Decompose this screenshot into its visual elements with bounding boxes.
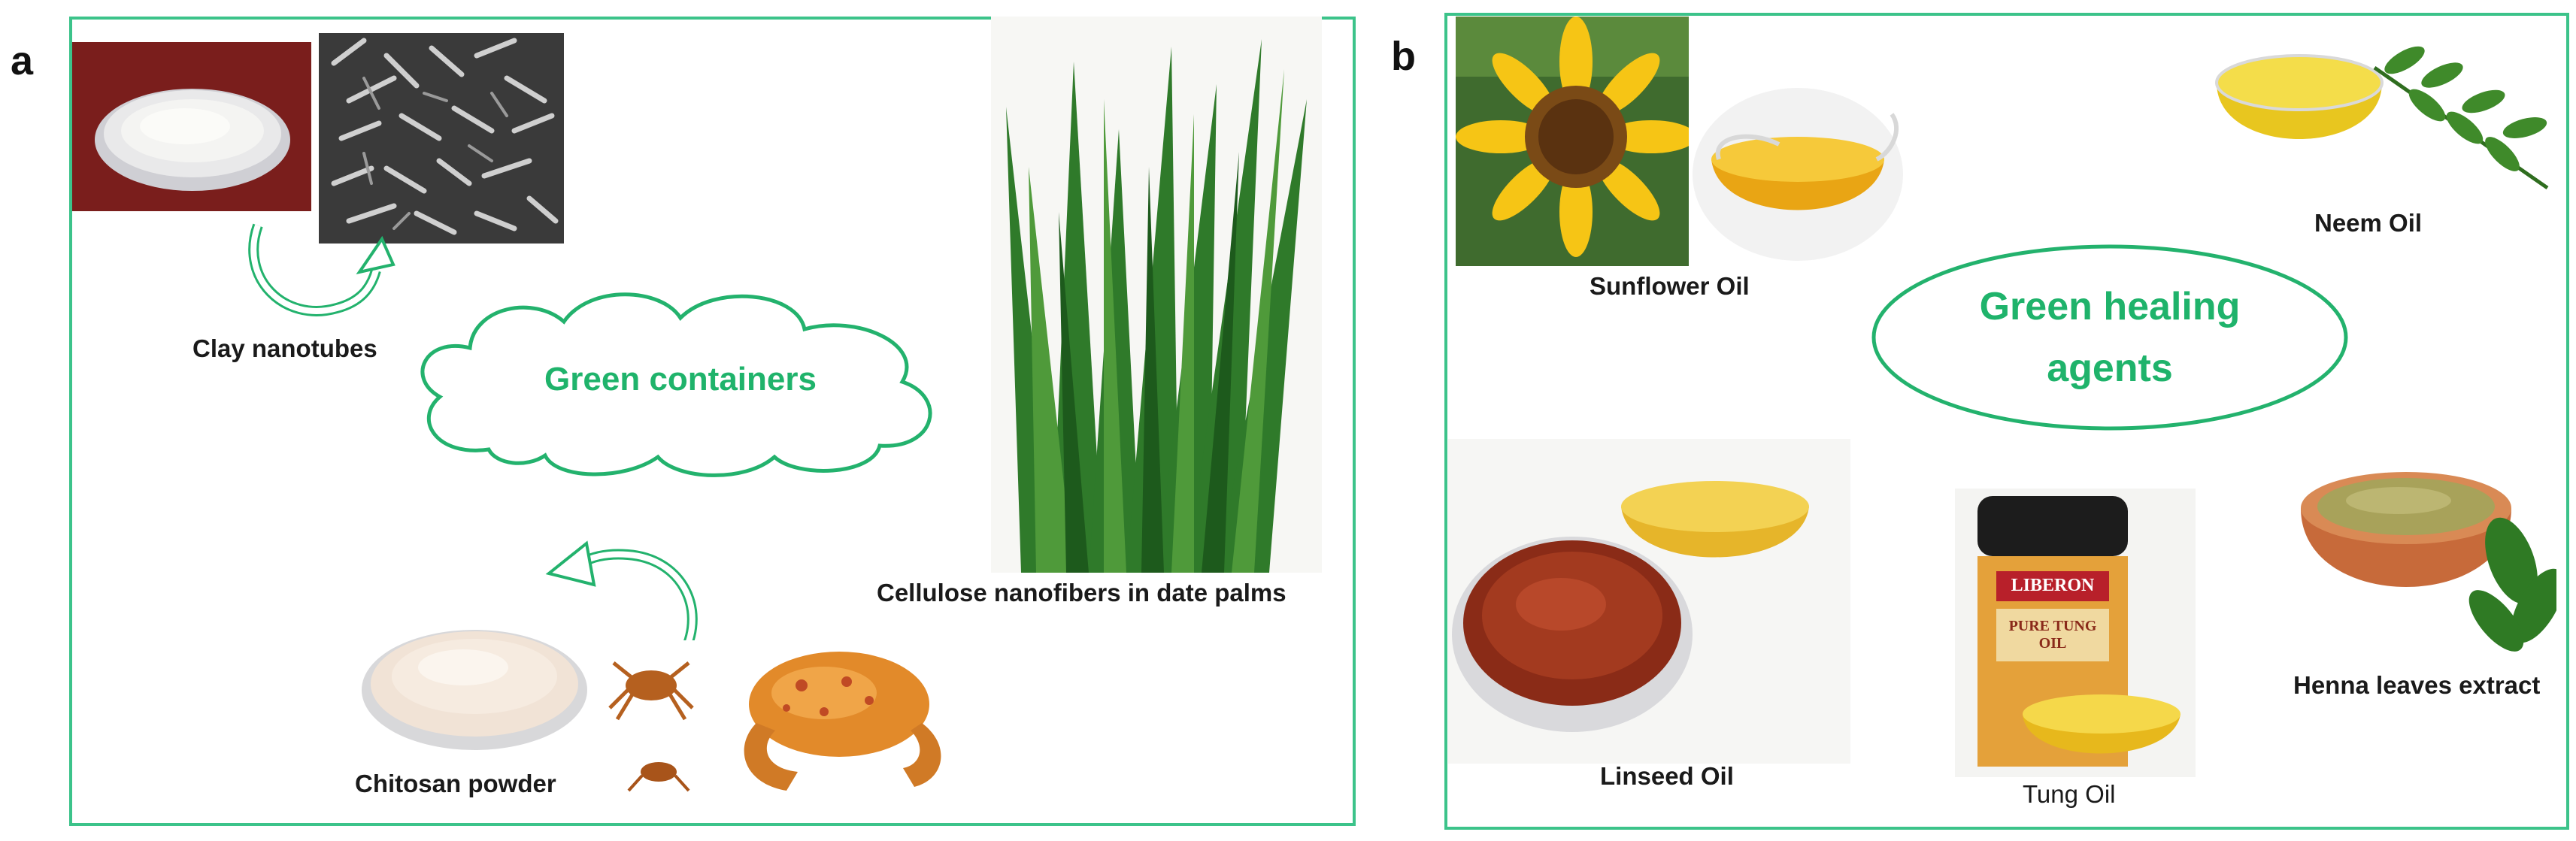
crabs-photo xyxy=(599,640,1005,804)
sunflower-oil-boat xyxy=(1689,84,1907,265)
panel-a-letter: a xyxy=(11,38,34,83)
cellulose-label: Cellulose nanofibers in date palms xyxy=(877,579,1286,607)
chitosan-powder-photo xyxy=(350,592,599,765)
chitosan-powder-label: Chitosan powder xyxy=(355,770,556,797)
clay-cycle-arrow xyxy=(239,218,405,331)
linseed-oil-label: Linseed Oil xyxy=(1600,762,1734,790)
green-containers-label: Green containers xyxy=(544,361,817,398)
clay-sem-image xyxy=(319,33,564,244)
henna-photo xyxy=(2286,448,2556,666)
tung-oil-tin-text: PURE TUNG OIL xyxy=(2008,618,2097,652)
sunflower-oil-label: Sunflower Oil xyxy=(1590,272,1750,300)
tung-oil-photo: LIBERON PURE TUNG OIL xyxy=(1955,489,2196,777)
panel-b-letter: b xyxy=(1391,34,1416,79)
green-healing-label-line1: Green healing xyxy=(1979,285,2241,328)
tung-oil-label: Tung Oil xyxy=(2023,780,2116,808)
green-containers-cloud xyxy=(406,277,955,479)
neem-oil-label: Neem Oil xyxy=(2314,209,2423,237)
panel-b-frame xyxy=(1444,13,2569,830)
henna-label: Henna leaves extract xyxy=(2293,671,2541,699)
clay-powder-photo xyxy=(72,42,311,211)
panel-a-frame xyxy=(69,17,1356,826)
date-palm-photo xyxy=(991,17,1322,573)
chitosan-arrow xyxy=(538,540,711,660)
tung-oil-tin-brand: LIBERON xyxy=(2011,576,2095,595)
linseed-oil-photo xyxy=(1448,439,1850,764)
clay-nanotubes-label: Clay nanotubes xyxy=(192,334,377,362)
neem-oil-photo xyxy=(2202,23,2555,203)
sunflower-photo xyxy=(1456,17,1689,266)
green-healing-label-line2: agents xyxy=(2047,346,2173,390)
green-healing-ellipse xyxy=(1869,242,2350,433)
